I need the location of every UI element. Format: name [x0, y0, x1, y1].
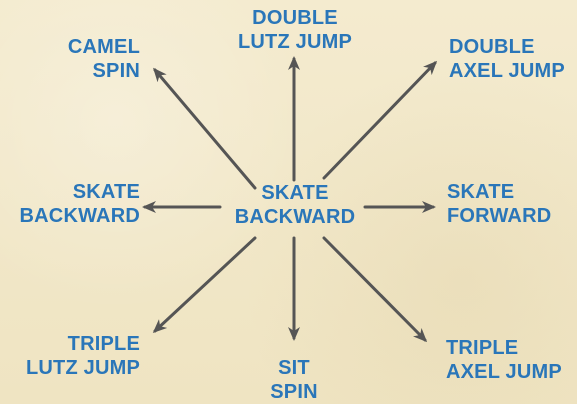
- arrow-to-camel-spin: [153, 67, 257, 190]
- top-right-node: DOUBLE AXEL JUMP: [449, 35, 573, 83]
- top-node: DOUBLE LUTZ JUMP: [223, 6, 367, 54]
- bottom-left-node: TRIPLE LUTZ JUMP: [10, 332, 140, 380]
- center-node-line-1: SKATE: [261, 182, 329, 204]
- top-right-node-line-2: AXEL JUMP: [449, 60, 565, 82]
- left-node: SKATE BACKWARD: [4, 180, 140, 228]
- top-left-node: CAMEL SPIN: [48, 35, 140, 83]
- bottom-left-node-line-1: TRIPLE: [67, 333, 140, 355]
- arrow-to-triple-axel-jump: [322, 236, 428, 343]
- arrow-to-double-axel-jump: [322, 60, 438, 180]
- bottom-node-line-2: SPIN: [270, 381, 318, 403]
- right-node: SKATE FORWARD: [447, 180, 567, 228]
- left-node-line-1: SKATE: [72, 181, 140, 203]
- top-node-line-2: LUTZ JUMP: [237, 31, 353, 53]
- center-node: SKATE BACKWARD: [227, 181, 363, 229]
- top-left-node-line-1: CAMEL: [67, 36, 140, 58]
- bottom-node: SIT SPIN: [248, 356, 340, 404]
- right-node-line-1: SKATE: [447, 181, 515, 203]
- bottom-left-node-line-2: LUTZ JUMP: [25, 357, 140, 379]
- left-node-line-2: BACKWARD: [19, 205, 140, 227]
- top-left-node-line-2: SPIN: [92, 60, 140, 82]
- bottom-node-line-1: SIT: [278, 357, 310, 379]
- top-right-node-line-1: DOUBLE: [449, 36, 535, 58]
- center-node-line-2: BACKWARD: [234, 206, 356, 228]
- bottom-right-node-line-1: TRIPLE: [446, 337, 519, 359]
- bottom-right-node: TRIPLE AXEL JUMP: [446, 336, 572, 384]
- right-node-line-2: FORWARD: [447, 205, 552, 227]
- top-node-line-1: DOUBLE: [252, 7, 338, 29]
- bottom-right-node-line-2: AXEL JUMP: [446, 361, 562, 383]
- arrow-to-triple-lutz-jump: [152, 236, 257, 334]
